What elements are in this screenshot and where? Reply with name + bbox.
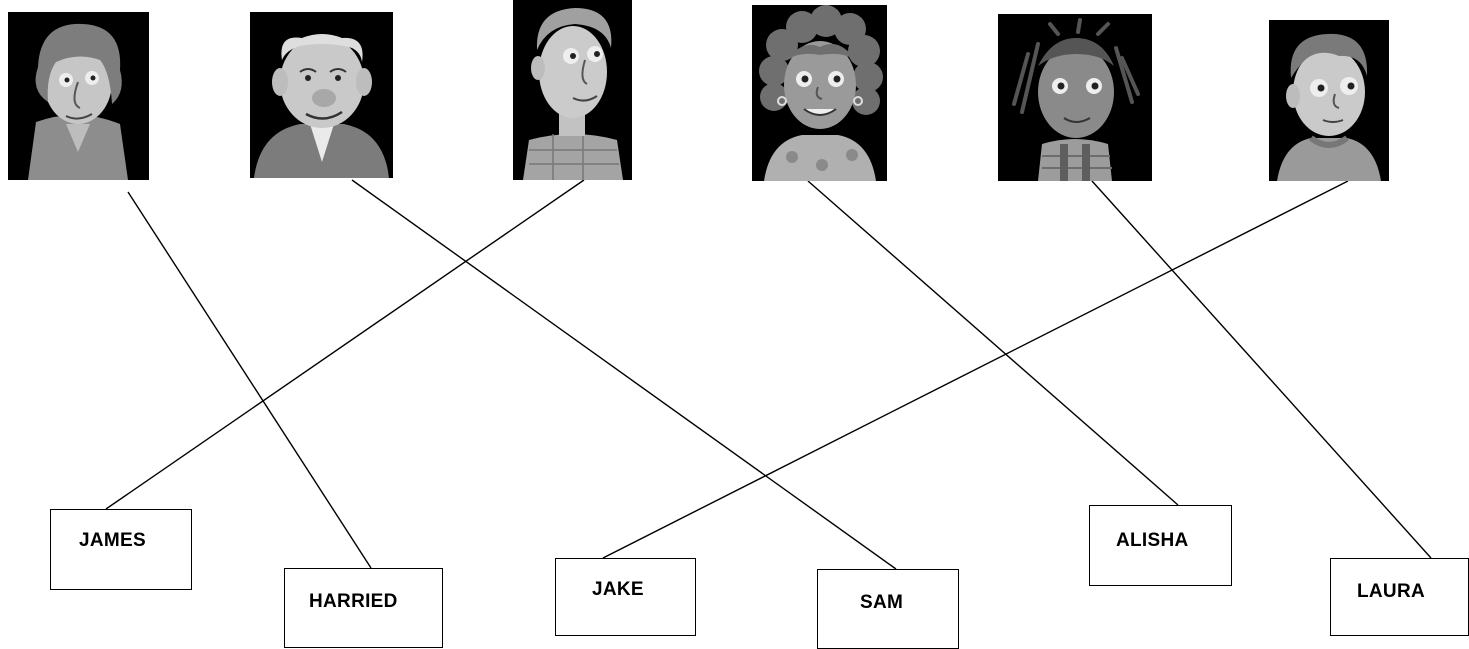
name-box-jake[interactable]: JAKE bbox=[555, 558, 696, 636]
portrait-curly-hair-woman[interactable] bbox=[752, 5, 887, 181]
match-line-boy-jake bbox=[602, 180, 1349, 559]
match-line-braids-girl-laura bbox=[1091, 180, 1432, 559]
match-line-old-man-1-harried bbox=[127, 191, 372, 569]
curly-hair-woman-portrait-icon bbox=[759, 5, 883, 181]
portrait-braided-hair-girl[interactable] bbox=[998, 14, 1152, 181]
name-label-jake: JAKE bbox=[592, 579, 644, 600]
portrait-elderly-man[interactable] bbox=[8, 12, 149, 180]
braided-hair-girl-portrait-icon bbox=[1012, 18, 1140, 181]
name-box-laura[interactable]: LAURA bbox=[1330, 558, 1469, 636]
portrait-young-man[interactable] bbox=[513, 0, 632, 180]
name-box-james[interactable]: JAMES bbox=[50, 509, 192, 590]
match-line-old-man-2-sam bbox=[351, 179, 897, 570]
name-box-harried[interactable]: HARRIED bbox=[284, 568, 443, 648]
portrait-grandfather[interactable] bbox=[250, 12, 393, 178]
name-label-sam: SAM bbox=[860, 592, 904, 613]
boy-portrait-icon bbox=[1277, 33, 1381, 181]
name-label-james: JAMES bbox=[79, 530, 146, 551]
name-box-alisha[interactable]: ALISHA bbox=[1089, 505, 1232, 586]
portrait-boy[interactable] bbox=[1269, 20, 1389, 181]
grandfather-portrait-icon bbox=[254, 34, 389, 178]
match-line-curly-woman-alisha bbox=[807, 180, 1179, 506]
name-label-alisha: ALISHA bbox=[1116, 530, 1189, 551]
elderly-man-portrait-icon bbox=[28, 23, 128, 180]
young-man-portrait-icon bbox=[523, 8, 623, 180]
name-label-harried: HARRIED bbox=[309, 591, 398, 612]
name-box-sam[interactable]: SAM bbox=[817, 569, 959, 649]
match-line-young-man-james bbox=[105, 179, 585, 510]
name-label-laura: LAURA bbox=[1357, 581, 1425, 602]
